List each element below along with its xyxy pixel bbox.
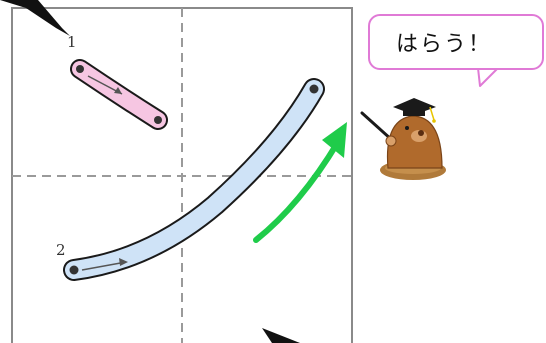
stroke-2-start-dot: [69, 265, 79, 275]
bottom-pointer-mark: [262, 328, 300, 343]
stroke-1-start-dot: [76, 65, 84, 73]
stroke-1-number: 1: [67, 33, 77, 51]
top-pointer-mark: [0, 0, 70, 36]
stroke-1: [70, 59, 168, 130]
stroke-2-direction-line: [81, 261, 127, 271]
stroke-2-number: 2: [56, 241, 66, 259]
stroke-2-arrowhead: [119, 258, 128, 266]
mole-teacher-icon: [360, 98, 446, 180]
stroke-1-end-dot: [154, 116, 162, 124]
harai-direction-arrow: [253, 122, 347, 243]
stroke-2: [63, 78, 325, 281]
stroke-2-end-dot: [309, 84, 319, 94]
speech-bubble: [368, 14, 544, 70]
speech-bubble-text: はらう！: [396, 32, 493, 57]
stroke-1-arrowhead: [114, 87, 122, 94]
bubble-tail: [477, 67, 499, 87]
